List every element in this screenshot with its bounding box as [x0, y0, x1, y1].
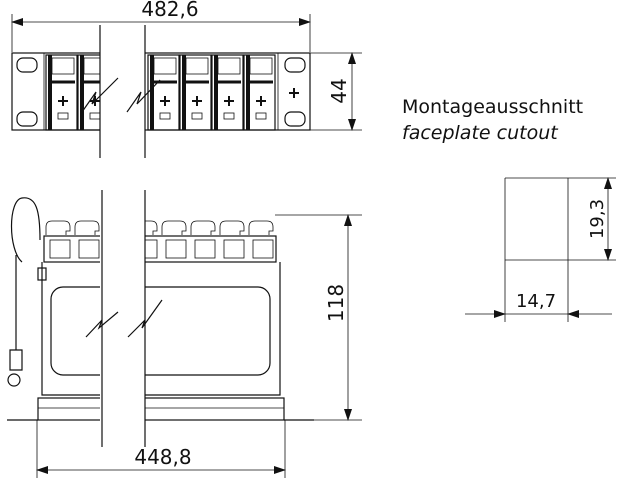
cutout-label-de: Montageausschnitt [402, 96, 584, 118]
dim-14-7: 14,7 [516, 291, 556, 312]
mount-hole [16, 111, 38, 127]
break-symbol [126, 79, 161, 113]
port-slot [78, 239, 100, 259]
dimension-mounting-width: 448,8 [36, 420, 286, 478]
keystone-port [243, 54, 276, 131]
dim-118: 118 [324, 284, 348, 322]
mount-hole [284, 111, 306, 127]
dimension-depth: 118 [275, 214, 362, 421]
top-view-panel [7, 185, 314, 455]
mount-hole [16, 57, 38, 73]
keystone-port [45, 54, 78, 131]
port-slot [49, 239, 71, 259]
dimension-panel-width: 482,6 [11, 0, 311, 52]
ground-cable [9, 197, 41, 371]
port-slot [252, 239, 274, 259]
dim-448-8: 448,8 [134, 445, 191, 469]
port-slot [223, 239, 245, 259]
break-symbol [81, 77, 119, 113]
keystone-port [211, 54, 244, 131]
keystone-port [179, 54, 212, 131]
dimension-panel-height: 44 [310, 52, 362, 131]
dim-19-3: 19,3 [587, 199, 608, 239]
keystone-port [147, 54, 180, 131]
dim-44: 44 [327, 78, 351, 103]
mount-hole [284, 57, 306, 73]
cutout-label-en: faceplate cutout [402, 122, 558, 144]
port-slot [194, 239, 216, 259]
cable-window [50, 286, 271, 376]
faceplate-cutout: 19,3 14,7 [465, 177, 616, 322]
dim-482-6: 482,6 [141, 0, 198, 21]
port-slot [165, 239, 187, 259]
front-view-panel [11, 25, 311, 160]
